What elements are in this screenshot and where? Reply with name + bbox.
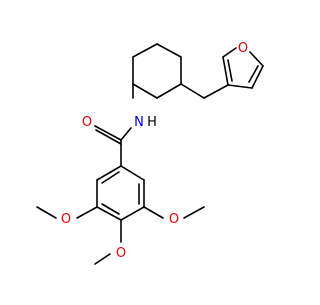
carbonyl-oxygen-label: O <box>82 115 92 130</box>
structure-canvas: O O N H O O O <box>36 41 264 265</box>
methoxy-bottom-oxygen-label: O <box>116 246 126 261</box>
methoxy-left <box>36 206 98 219</box>
methoxy-right-oxygen-label: O <box>169 212 179 227</box>
furan-oxygen-label: O <box>238 41 248 56</box>
benzene-ring <box>96 165 145 221</box>
methoxy-left-oxygen-label: O <box>61 212 71 227</box>
furan-ring <box>222 47 264 89</box>
cyclohexane-ring <box>132 43 182 99</box>
methoxy-right <box>143 206 205 219</box>
methylene-linker <box>180 83 229 99</box>
amide-nitrogen-label: N <box>134 115 144 130</box>
amide-hydrogen-label: H <box>147 115 157 130</box>
amide-bond <box>94 125 132 167</box>
methoxy-bottom <box>94 219 122 265</box>
molecule-structure: O O N H O O O <box>36 41 264 265</box>
